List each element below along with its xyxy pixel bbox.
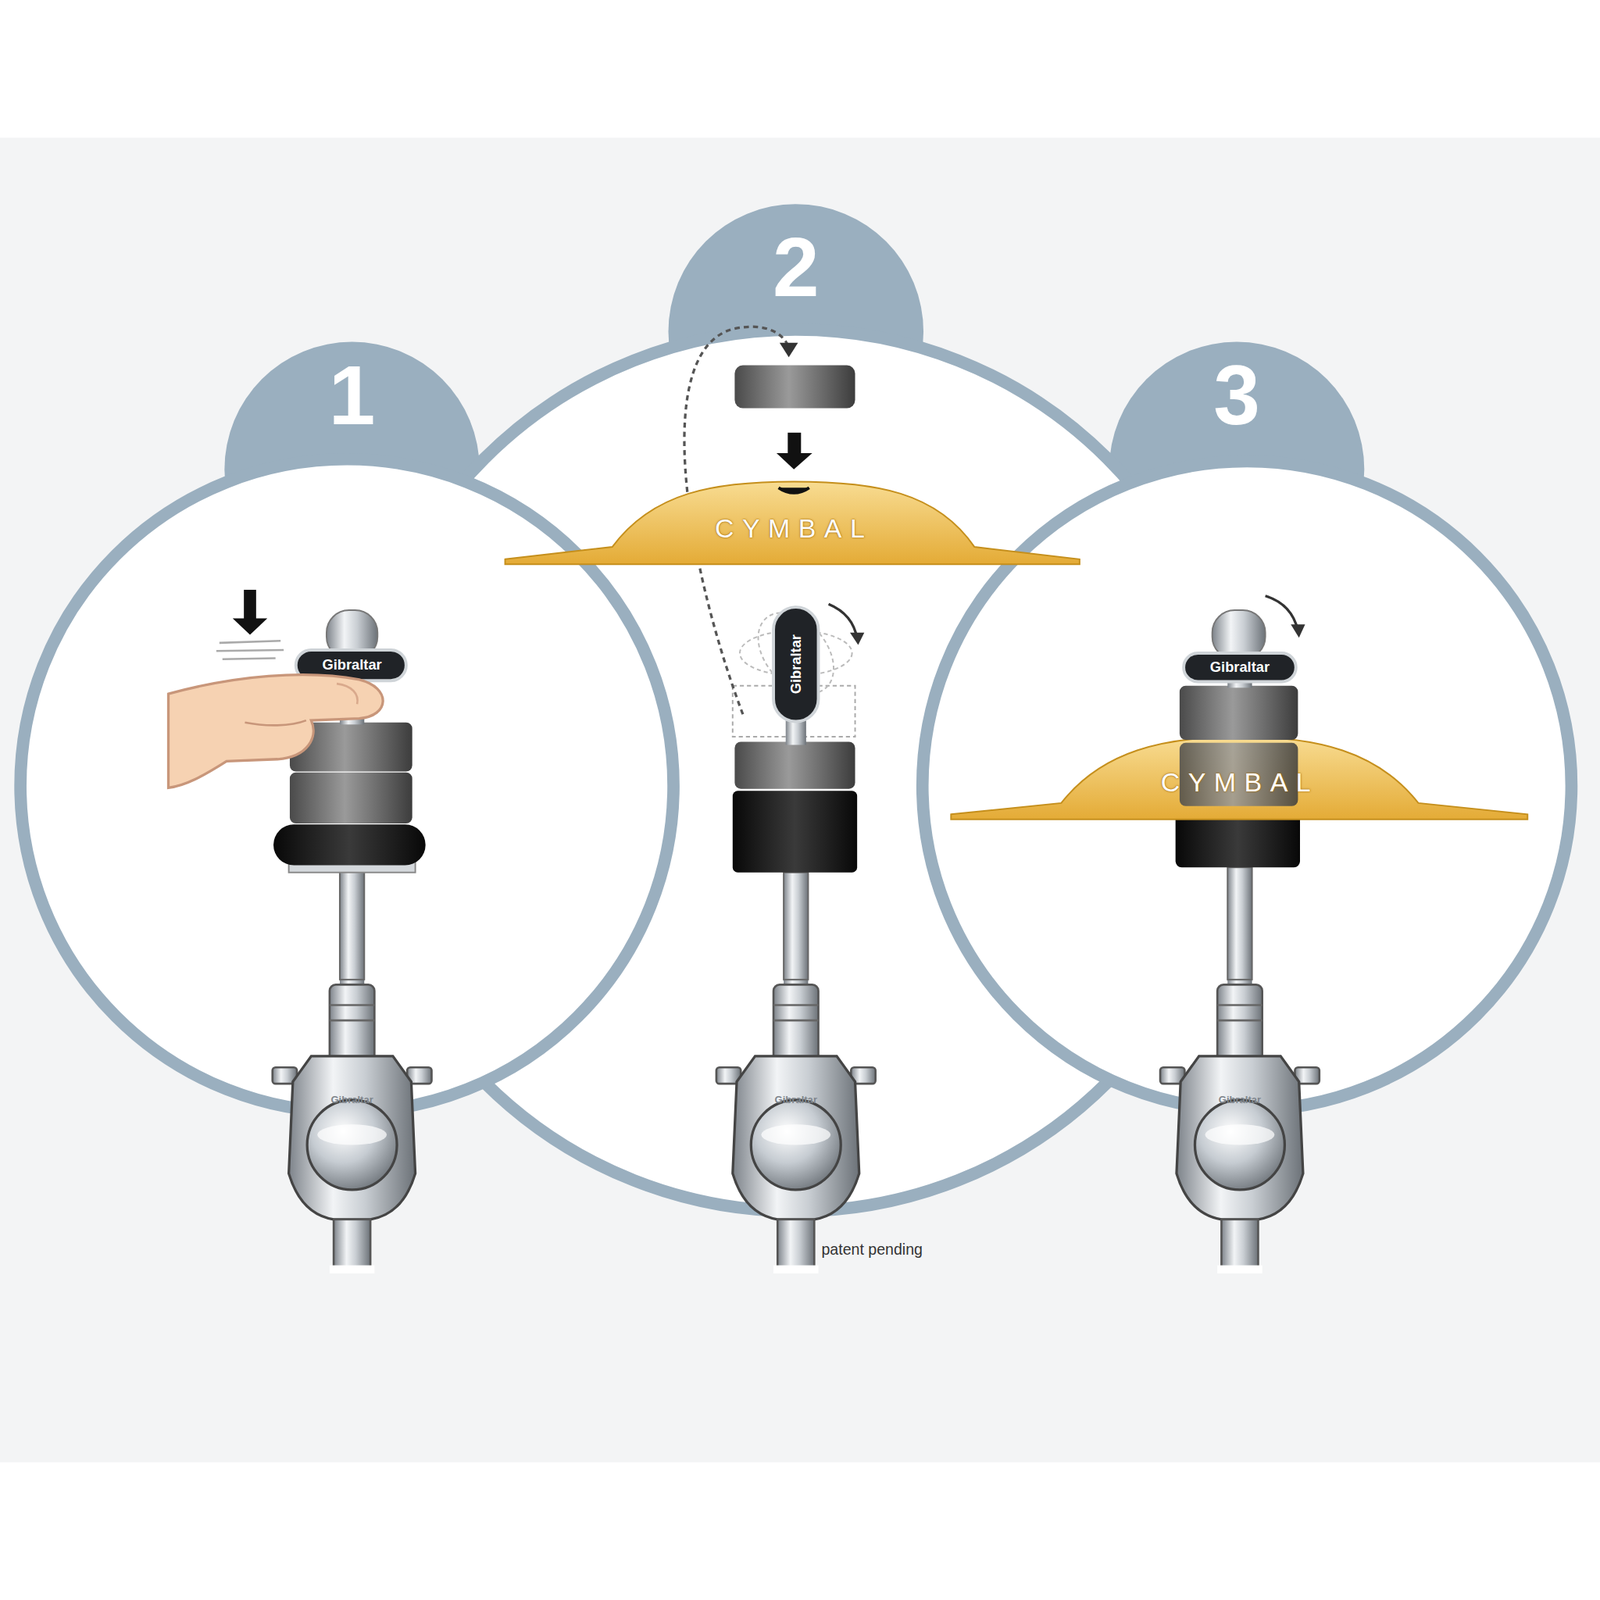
move-path [779, 342, 799, 358]
step-circle: 2 [355, 199, 1237, 1212]
step-circle: 1 [20, 336, 674, 1123]
cymbal-label: CYMBAL [714, 515, 873, 543]
press-arrow [216, 650, 284, 651]
cymbal [505, 481, 1080, 565]
cymbal-topper-stack [273, 610, 426, 980]
step-number: 3 [1213, 353, 1261, 438]
cymbal-topper-stack [734, 742, 855, 790]
cymbal-topper-stack [289, 772, 413, 824]
cymbal-topper-stack [773, 607, 818, 722]
clamp [1160, 974, 1320, 1274]
press-arrow [232, 618, 268, 636]
cymbal-topper-stack [783, 872, 808, 980]
move-path [776, 453, 813, 470]
move-path [787, 432, 801, 456]
cymbal-topper-stack [732, 790, 858, 872]
cymbal-label: CYMBAL [1160, 769, 1319, 797]
cymbal-topper-stack [1290, 624, 1305, 638]
cymbal-topper-stack [1179, 685, 1299, 740]
background-panel [0, 137, 1600, 1462]
press-arrow [216, 640, 284, 660]
press-arrow [219, 640, 281, 643]
brand-emboss: Gibraltar [330, 1094, 373, 1105]
brand-emboss: Gibraltar [1218, 1094, 1261, 1105]
cymbal-topper-stack [950, 736, 1528, 820]
step-number: 2 [772, 225, 820, 310]
cymbal-topper-stack [850, 632, 865, 646]
cymbal-topper-stack [950, 596, 1528, 980]
step-number: 1 [328, 353, 376, 438]
step-circle: 3 [922, 336, 1572, 1111]
cymbal [505, 481, 1080, 565]
brand-logo: Gibraltar [322, 657, 383, 672]
hand [168, 675, 384, 789]
cymbal-topper-stack [273, 824, 426, 865]
hand [244, 720, 306, 725]
cymbal [778, 487, 810, 493]
clamp [272, 974, 1320, 1274]
press-arrow [243, 589, 257, 621]
hand [336, 683, 358, 704]
cymbal-topper-stack [1227, 867, 1252, 980]
brand-emboss: Gibraltar [775, 1094, 818, 1105]
press-arrow [216, 589, 284, 660]
clamp [716, 974, 876, 1274]
patent-note: patent pending [821, 1242, 923, 1258]
cymbal-topper-stack [339, 867, 365, 980]
cymbal-topper-stack [1183, 653, 1297, 683]
clamp [272, 974, 433, 1274]
move-path [734, 365, 855, 409]
hand [168, 675, 384, 789]
press-arrow [222, 657, 276, 659]
brand-logo: Gibraltar [1210, 660, 1270, 675]
brand-logo: Gibraltar [789, 634, 804, 694]
cymbal-topper-stack [732, 598, 865, 980]
